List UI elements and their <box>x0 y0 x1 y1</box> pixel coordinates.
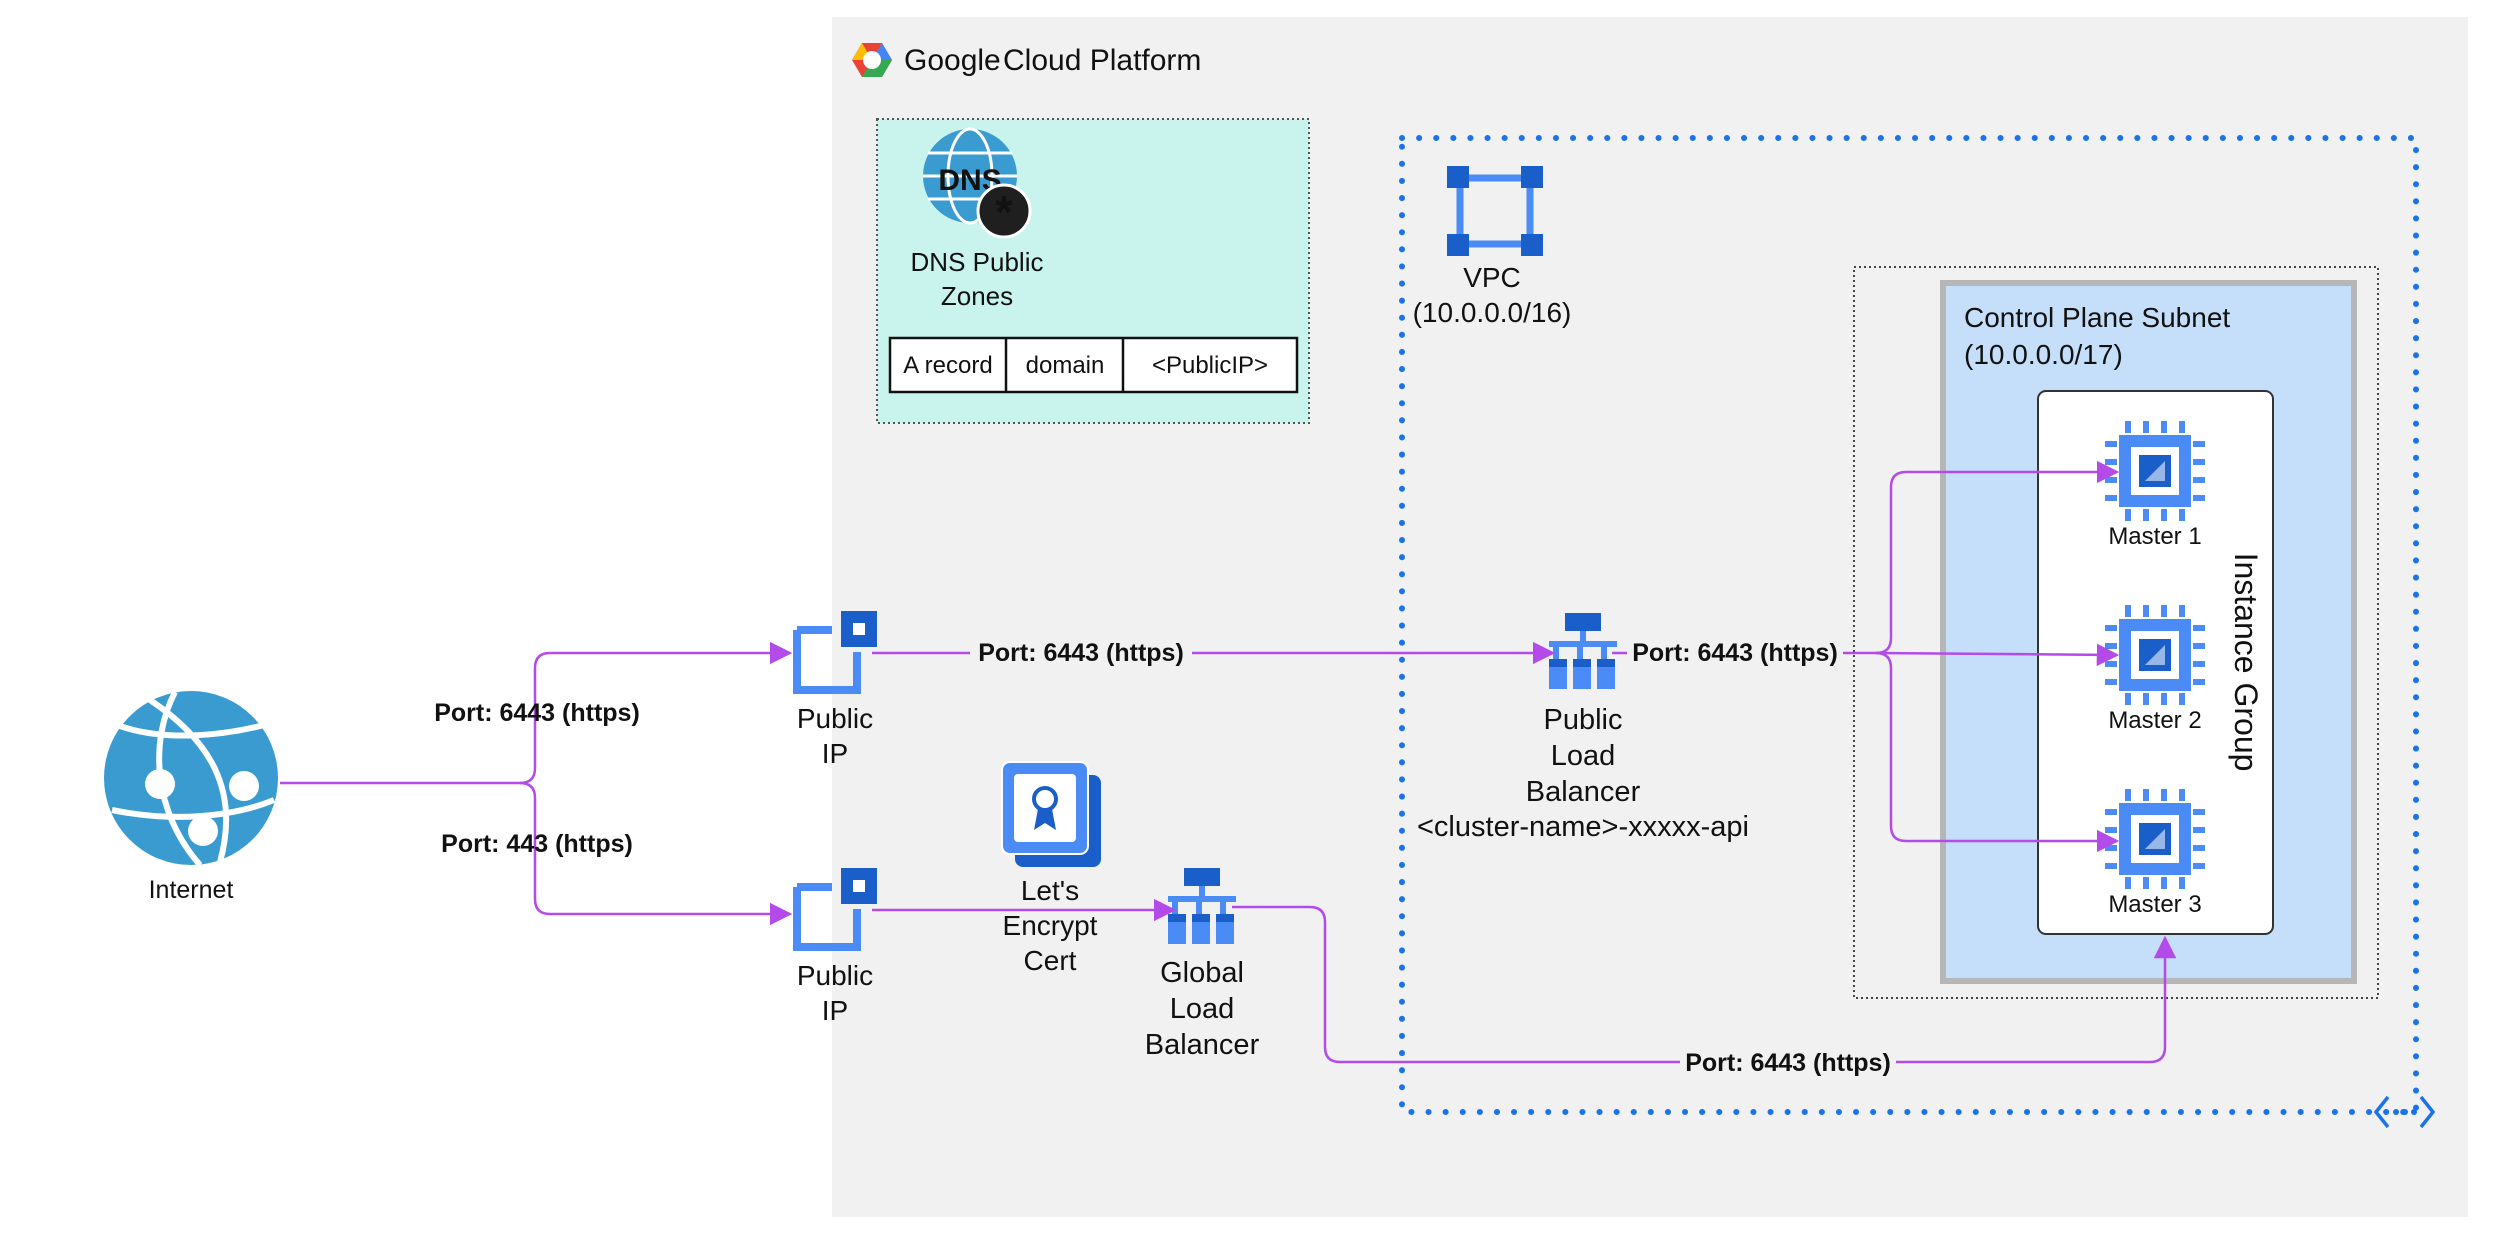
public-ip-label: Public <box>797 960 873 991</box>
master-label: Master 1 <box>2108 523 2201 550</box>
connectors <box>280 460 2177 1064</box>
global-lb-label: Global <box>1160 957 1244 989</box>
compute-chip-icon <box>2105 421 2205 521</box>
cert-label: Let's <box>1021 875 1079 906</box>
edge-label: Port: 6443 (https) <box>434 699 640 727</box>
cert-label: Cert <box>1024 945 1077 976</box>
dns-record-cell: A record <box>903 352 992 379</box>
public-ip-icon <box>793 611 877 694</box>
connector-plb-master3 <box>1875 651 2120 853</box>
internet-label: Internet <box>149 876 234 904</box>
master-label: Master 2 <box>2108 707 2201 734</box>
vpc-icon <box>1447 166 1543 256</box>
load-balancer-icon <box>1549 613 1617 689</box>
edge-label: Port: 443 (https) <box>441 830 633 858</box>
public-ip-label: Public <box>797 703 873 734</box>
connector-internet-ip1 <box>280 641 793 785</box>
gcp-title-google: Google <box>904 44 1001 77</box>
dns-record-cell: <PublicIP> <box>1152 352 1268 379</box>
vpc-cidr: (10.0.0.0/16) <box>1413 297 1572 328</box>
dns-label-line2: Zones <box>941 281 1013 311</box>
global-lb-label: Load <box>1170 993 1235 1025</box>
gcp-title-product: Cloud Platform <box>1003 44 1201 77</box>
public-lb-label: Balancer <box>1526 776 1641 808</box>
dns-label-line1: DNS Public <box>911 247 1044 277</box>
edge-label: Port: 6443 (https) <box>1632 639 1838 667</box>
dns-record-table <box>888 336 1299 394</box>
network-endpoint-icon <box>2373 1095 2436 1129</box>
connector-internet-ip2 <box>519 781 793 926</box>
public-lb-label: <cluster-name>-xxxxx-api <box>1417 811 1749 843</box>
internet-globe-icon <box>104 690 278 867</box>
dns-record-cell: domain <box>1026 352 1105 379</box>
vpc-boundary <box>1399 135 2419 1115</box>
subnet-label: Control Plane Subnet <box>1964 302 2230 333</box>
subnet-cidr: (10.0.0.0/17) <box>1964 339 2123 370</box>
gcp-logo-icon <box>852 43 892 77</box>
edge-label: Port: 6443 (https) <box>978 639 1184 667</box>
public-ip-label: IP <box>822 738 848 769</box>
master-label: Master 3 <box>2108 891 2201 918</box>
instance-group-label: Instance Group <box>2228 553 2264 772</box>
asterisk-badge-icon: * <box>976 183 1032 239</box>
subnet-outer-boundary <box>1853 266 2379 999</box>
public-lb-label: Public <box>1544 704 1623 736</box>
public-ip-icon <box>793 868 877 951</box>
connector-plb-master2 <box>1875 643 2120 667</box>
compute-chip-icon <box>2105 605 2205 705</box>
global-lb-label: Balancer <box>1145 1029 1260 1061</box>
cert-label: Encrypt <box>1003 910 1098 941</box>
public-lb-label: Load <box>1551 740 1616 772</box>
svg-text:*: * <box>995 186 1013 238</box>
certificate-icon <box>1001 761 1101 867</box>
edge-label: Port: 6443 (https) <box>1685 1049 1891 1077</box>
connector-glb-master3 <box>1232 905 2177 1064</box>
public-ip-label: IP <box>822 995 848 1026</box>
vpc-label: VPC <box>1463 262 1521 293</box>
compute-chip-icon <box>2105 789 2205 889</box>
